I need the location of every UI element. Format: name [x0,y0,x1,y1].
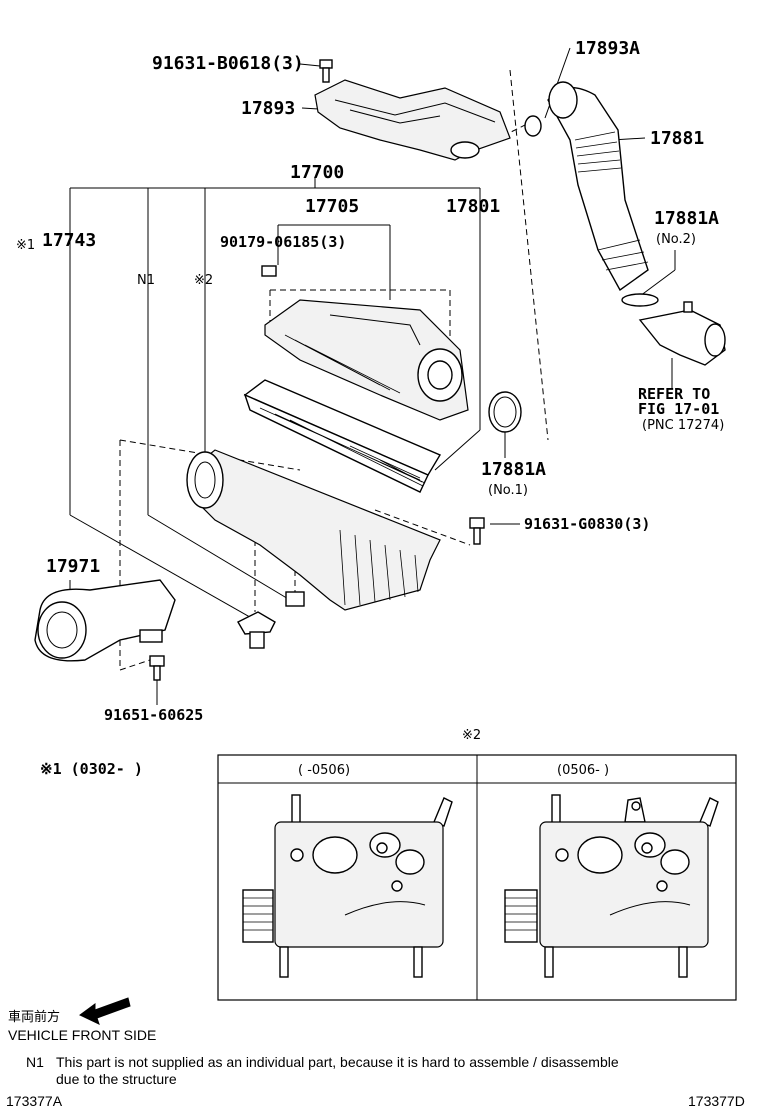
marker-x1-range: ※1 (0302- ) [40,760,143,778]
marker-x1: ※1 [16,238,35,253]
front-jp: 車両前方 [8,1009,60,1025]
filter-element-17801 [243,379,442,493]
inlet-duct-17893 [314,79,511,161]
callout-17700: 17700 [290,162,344,183]
callout-91651: 91651-60625 [104,706,203,724]
callout-91631-B0618: 91631-B0618(3) [152,53,304,74]
marker-x2: ※2 [194,273,213,288]
bolt-91631-B0618-icon [319,59,333,83]
front-en: VEHICLE FRONT SIDE [8,1027,156,1043]
inset-right-header: (0506- ) [557,763,609,778]
diagram-id-left: 173377A [6,1093,63,1109]
diagram-id-right: 173377D [688,1093,745,1109]
callout-17893A: 17893A [575,38,640,59]
callout-17881A-bottom: 17881A [481,459,546,480]
callout-17881A-bottom-sub: (No.1) [488,483,528,498]
inset-left-header: ( -0506) [298,763,350,778]
refer-line1: REFER TO [638,385,710,403]
hose-17881 [547,81,649,292]
front-arrow-icon [79,997,131,1025]
clamp-17881A-no2 [621,293,659,307]
marker-n1: N1 [137,273,155,288]
inset-case-left [242,794,453,978]
callout-91631-G0830: 91631-G0830(3) [524,515,650,533]
callout-17881: 17881 [650,128,704,149]
callout-90179: 90179-06185(3) [220,233,346,251]
callout-17705: 17705 [305,196,359,217]
bolt-91651-icon [149,655,165,681]
callout-17801: 17801 [446,196,500,217]
callout-17893: 17893 [241,98,295,119]
nut-90179-icon [261,265,277,277]
inset-case-right [504,794,719,978]
valve-17743 [237,611,276,649]
note-line2: due to the structure [56,1071,177,1087]
refer-line3: (PNC 17274) [642,418,724,433]
bolt-91631-G0830-icon [469,517,485,545]
note-line1: This part is not supplied as an individu… [56,1054,619,1070]
callout-17743: 17743 [42,230,96,251]
callout-17881A-top: 17881A [654,208,719,229]
marker-x2-inset: ※2 [462,728,481,743]
inset-table [217,754,737,1001]
callout-17881A-top-sub: (No.2) [656,232,696,247]
refer-line2: FIG 17-01 [638,400,719,418]
callout-17971: 17971 [46,556,100,577]
note-marker: N1 [26,1054,44,1070]
air-cleaner-case-17700 [186,449,441,611]
air-cleaner-cap-17705 [264,299,469,421]
elbow-pnc17274 [638,301,726,366]
clamp-17881A-no1 [488,391,522,433]
clamp-17893A [524,115,542,137]
resonator-17971 [34,579,176,662]
